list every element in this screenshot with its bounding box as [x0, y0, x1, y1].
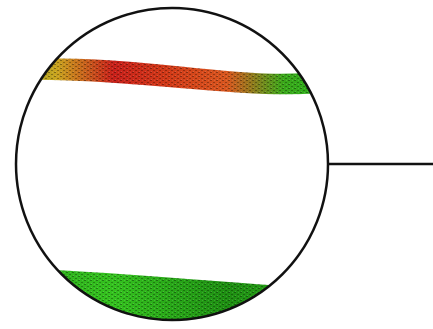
magnifier-diagram	[0, 0, 433, 329]
